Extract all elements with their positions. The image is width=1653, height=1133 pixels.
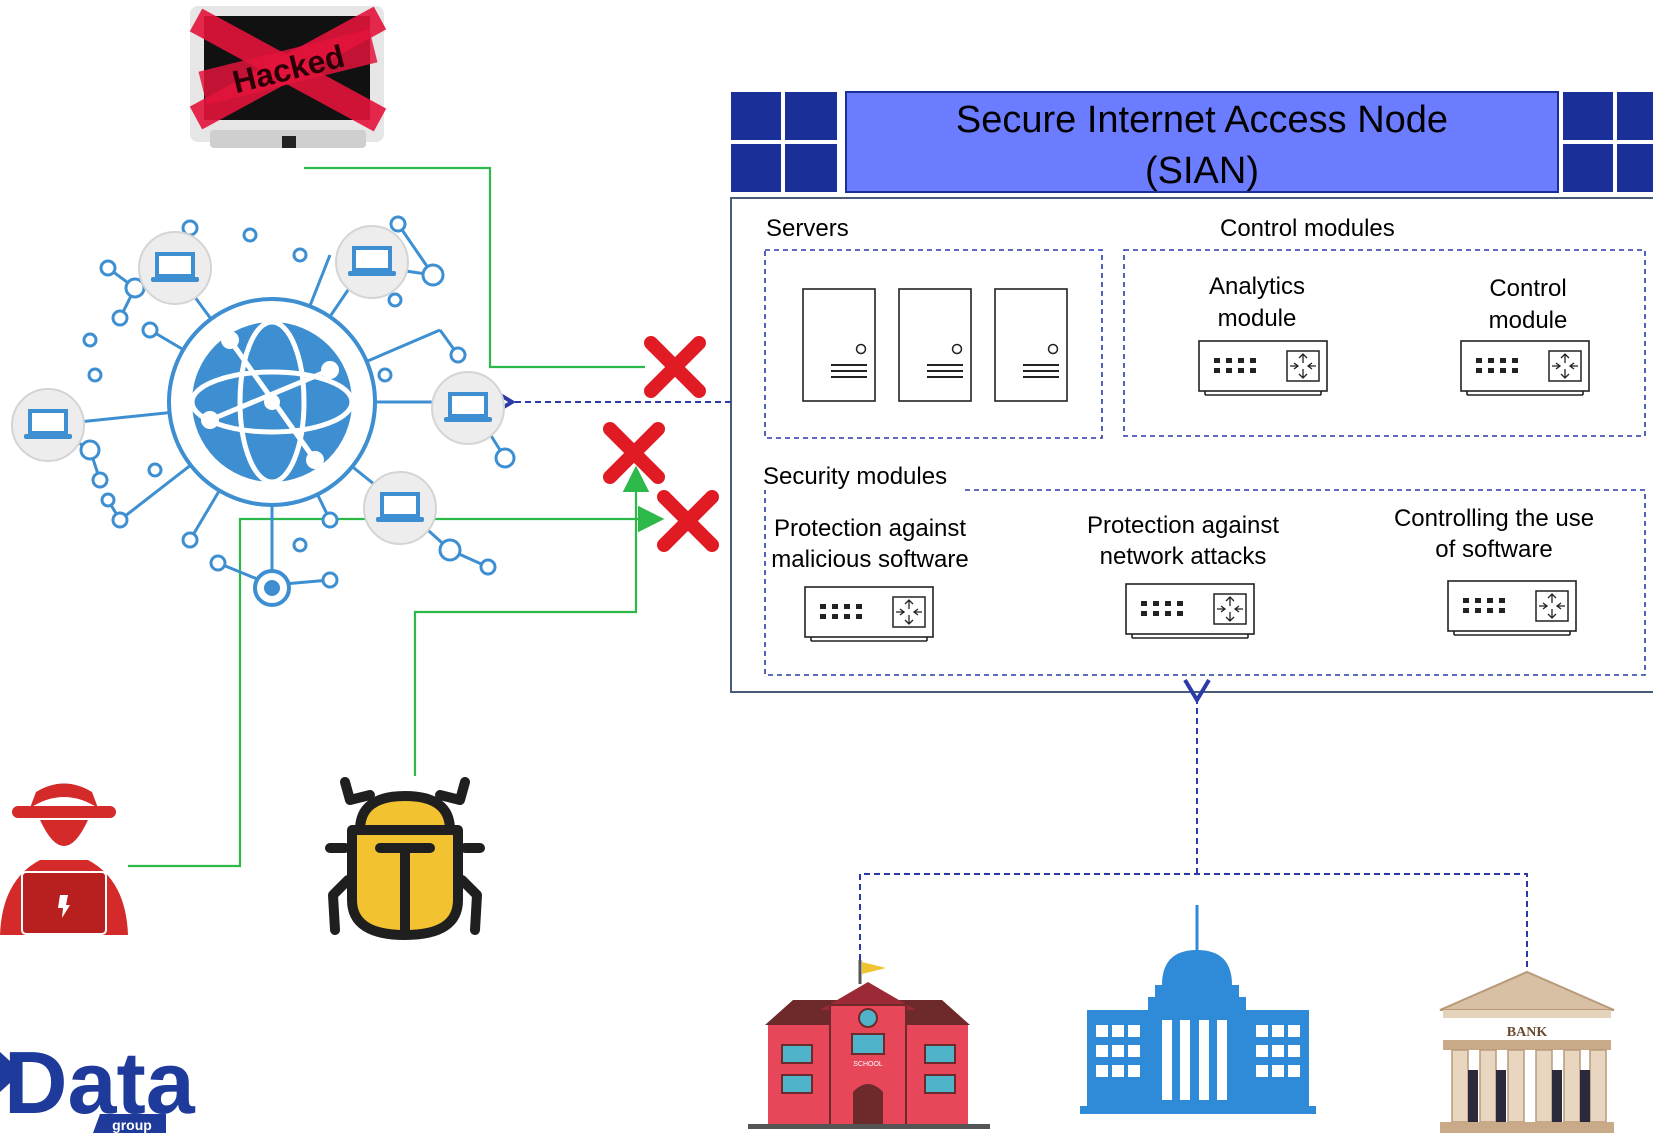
government-building-icon	[1080, 905, 1316, 1114]
school-icon: SCHOOL	[748, 960, 990, 1129]
sian-title-line1: Secure Internet Access Node	[956, 99, 1448, 141]
data-group-logo: Data group	[0, 1033, 196, 1133]
sian-title-line2: (SIAN)	[1145, 150, 1259, 192]
laptop-icon	[137, 230, 213, 306]
bank-label: BANK	[1507, 1025, 1548, 1040]
hacker-icon	[0, 783, 128, 935]
security-modules-group	[764, 489, 1646, 676]
router-icon	[1460, 340, 1590, 396]
institutions-bus	[859, 873, 1528, 970]
software-control-label-2: of software	[1435, 536, 1552, 563]
server-icon	[802, 288, 876, 402]
control-module-label-1: Control	[1489, 275, 1566, 302]
router-icon	[804, 586, 934, 642]
hacked-monitor-icon: Hacked	[189, 6, 387, 148]
analytics-module-label-2: module	[1218, 305, 1297, 332]
software-control-label-1: Controlling the use	[1394, 505, 1594, 532]
servers-group	[764, 249, 1103, 439]
laptop-icon	[10, 387, 86, 463]
malware-protection-label-1: Protection against	[774, 515, 966, 542]
laptop-icon	[362, 470, 438, 546]
malware-protection-label-2: malicious software	[771, 546, 968, 573]
laptop-icon	[430, 370, 506, 446]
router-icon	[1125, 583, 1255, 639]
laptop-icon	[334, 224, 410, 300]
bug-icon	[325, 777, 485, 940]
router-icon	[1198, 340, 1328, 396]
x-mark-icon	[610, 429, 658, 477]
x-mark-icon	[664, 497, 712, 545]
router-icon	[1447, 580, 1577, 636]
control-modules-heading: Control modules	[1220, 215, 1395, 242]
globe-network-icon	[167, 297, 377, 507]
logo-sub: group	[112, 1117, 152, 1133]
control-modules-group	[1123, 249, 1646, 437]
bank-icon: BANK	[1439, 970, 1615, 1133]
analytics-module-label-1: Analytics	[1209, 273, 1305, 300]
network-protection-label-1: Protection against	[1087, 512, 1279, 539]
control-module-label-2: module	[1489, 307, 1568, 334]
server-icon	[898, 288, 972, 402]
hub-node-bottom	[253, 569, 291, 607]
servers-heading: Servers	[766, 215, 849, 242]
school-label: SCHOOL	[853, 1061, 883, 1068]
security-modules-heading: Security modules	[763, 463, 947, 490]
server-icon	[994, 288, 1068, 402]
x-mark-icon	[651, 343, 699, 391]
network-protection-label-2: network attacks	[1100, 543, 1267, 570]
sian-header: Secure Internet Access Node (SIAN)	[731, 91, 1653, 193]
network-nodes	[79, 215, 516, 589]
attack-paths	[128, 166, 665, 868]
